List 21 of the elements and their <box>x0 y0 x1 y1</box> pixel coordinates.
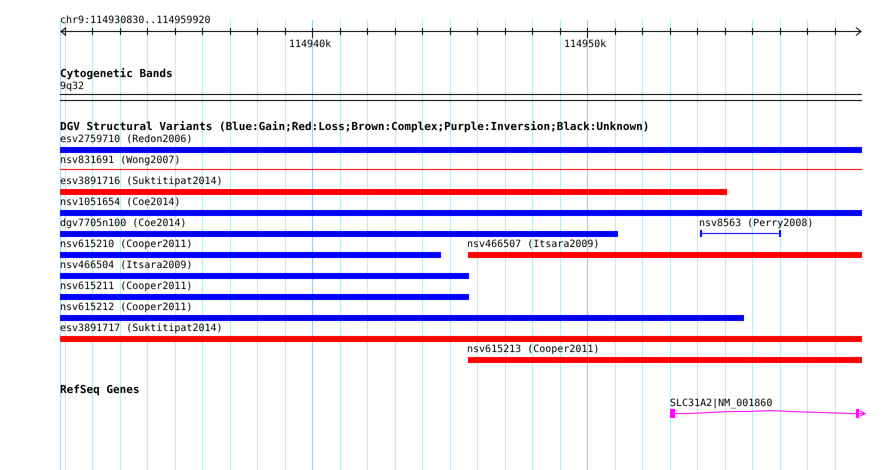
variant-label: nsv466507 (Itsara2009) <box>467 239 600 250</box>
coordinate-label: chr9:114930830..114959920 <box>60 15 211 26</box>
variant-label: nsv8563 (Perry2008) <box>699 218 814 229</box>
track-title: RefSeq Genes <box>60 384 140 395</box>
variant-label: nsv615213 (Cooper2011) <box>467 344 600 355</box>
variant-label: nsv615212 (Cooper2011) <box>60 302 192 313</box>
variant-label: nsv615211 (Cooper2011) <box>60 281 192 292</box>
variant-label: nsv615210 (Cooper2011) <box>60 239 192 250</box>
variant-label: esv3891717 (Suktitipat2014) <box>60 323 223 334</box>
track-title: Cytogenetic Bands <box>60 68 173 79</box>
band-label: 9q32 <box>60 81 84 92</box>
variant-label: esv2759710 (Redon2006) <box>60 134 192 145</box>
track-title: DGV Structural Variants (Blue:Gain;Red:Loss;Brown:Complex;Purple:Inversion;Black:Unknown) <box>60 121 650 132</box>
variant-label: dgv7705n100 (Coe2014) <box>60 218 186 229</box>
variant-label: esv3891716 (Suktitipat2014) <box>60 176 223 187</box>
variant-label: nsv466504 (Itsara2009) <box>60 260 192 271</box>
gene-label: SLC31A2|NM_001860 <box>670 398 772 409</box>
tick-label: 114950k <box>564 39 606 50</box>
variant-label: nsv831691 (Wong2007) <box>60 155 180 166</box>
variant-label: nsv1051654 (Coe2014) <box>60 197 180 208</box>
tick-label: 114940k <box>289 39 332 50</box>
